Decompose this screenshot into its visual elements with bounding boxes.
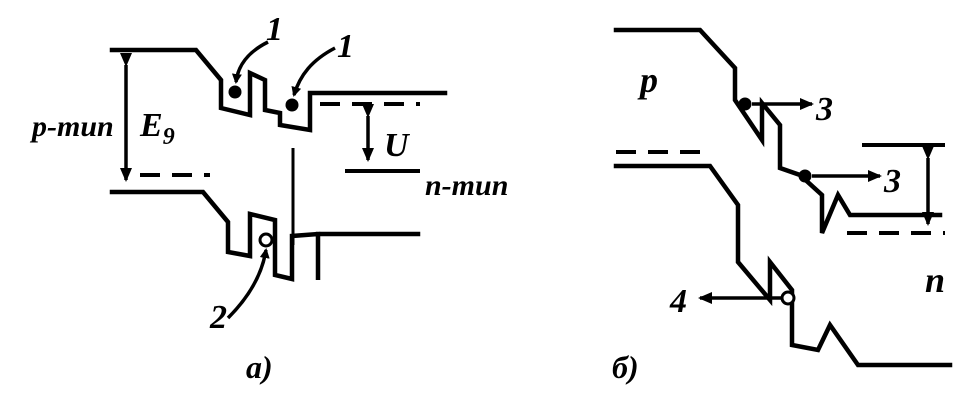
b-electron-upper bbox=[738, 97, 752, 111]
a-hole-2 bbox=[258, 232, 274, 248]
b-marker-3-upper: 3 bbox=[815, 91, 833, 128]
b-marker-4: 4 bbox=[669, 283, 687, 320]
b-n-label: n bbox=[925, 260, 945, 300]
b-marker-3-lower: 3 bbox=[883, 163, 901, 200]
a-electron-1-right bbox=[285, 98, 299, 112]
a-valence-band bbox=[109, 189, 421, 282]
a-electron-1-left bbox=[228, 85, 242, 99]
a-pointer-2 bbox=[226, 248, 270, 320]
a-n-type-label: n-тип bbox=[425, 169, 508, 202]
a-voltage-label: U bbox=[384, 127, 411, 164]
a-marker-2: 2 bbox=[209, 299, 227, 336]
b-p-label: p bbox=[637, 60, 658, 100]
b-valence-band bbox=[613, 163, 953, 368]
b-caption: б) bbox=[612, 349, 639, 385]
a-conduction-band bbox=[109, 47, 448, 133]
a-gap-label: E9 bbox=[139, 107, 175, 150]
a-p-type-label: p-тип bbox=[29, 110, 114, 143]
a-caption: а) bbox=[246, 349, 273, 385]
panel-b: p 3 3 4 n б) bbox=[612, 27, 953, 385]
a-marker-1-right: 1 bbox=[337, 28, 354, 65]
b-electron-lower bbox=[798, 169, 812, 183]
b-conduction-band bbox=[613, 27, 943, 234]
panel-a: 1 1 2 p-тип E9 U n-тип а) bbox=[29, 11, 508, 385]
a-marker-1-left: 1 bbox=[266, 11, 283, 48]
a-pointer-1-left bbox=[231, 40, 269, 84]
a-pointer-1-right bbox=[291, 46, 336, 97]
b-hole bbox=[780, 290, 796, 306]
